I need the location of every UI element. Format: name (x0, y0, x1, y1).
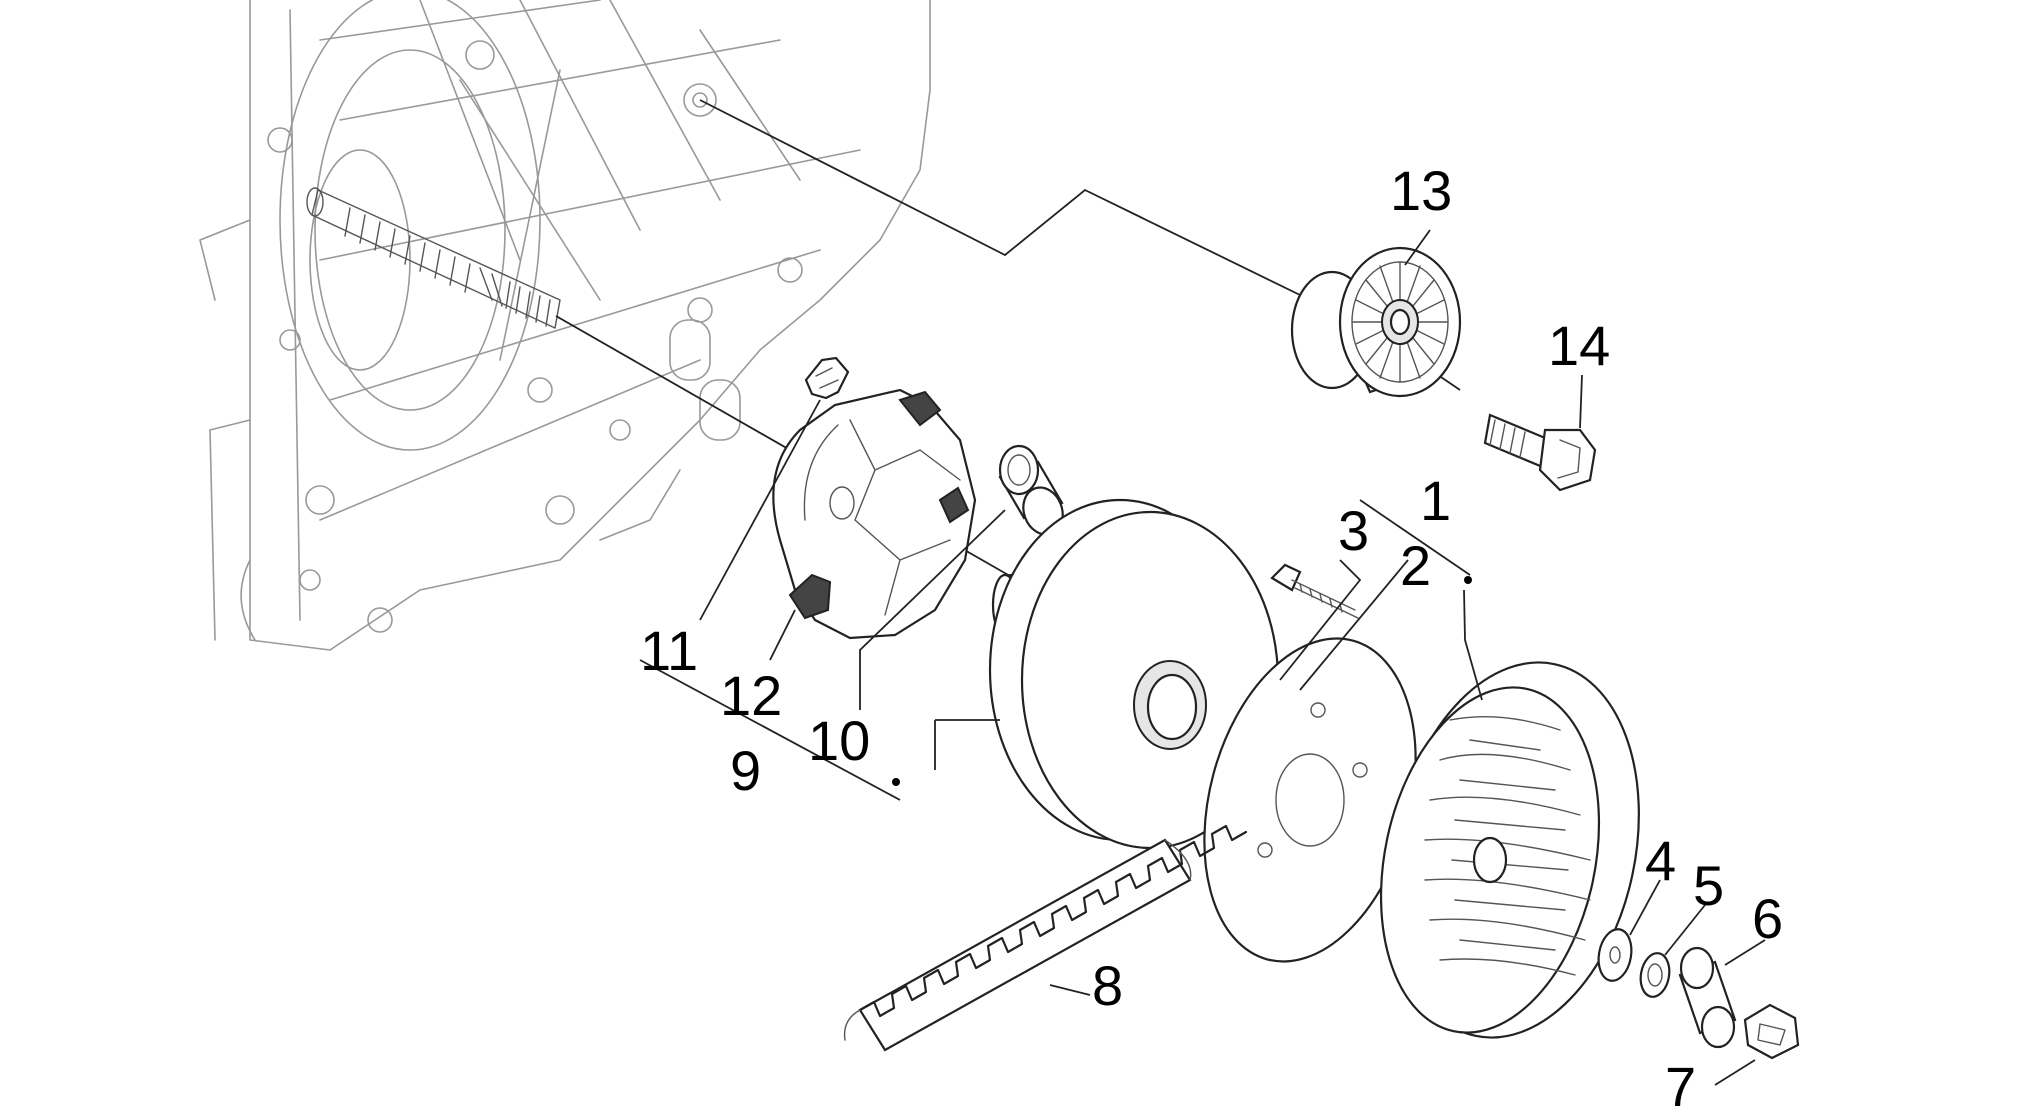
washer-part-4 (1597, 928, 1633, 982)
screw-part-3 (1270, 563, 1359, 619)
callout-2: 2 (1400, 534, 1431, 597)
drive-belt-part-8 (843, 824, 1248, 1052)
callout-8: 8 (1092, 954, 1123, 1017)
fixed-pulley-fan-part-1 (1379, 661, 1640, 1039)
callout-7: 7 (1665, 1055, 1696, 1106)
movable-half-pulley-part-9 (988, 498, 1280, 850)
idler-roller-part-13 (1290, 246, 1462, 398)
callout-6: 6 (1752, 887, 1783, 950)
bushing-part-10 (998, 444, 1064, 536)
callout-leaders (639, 229, 1766, 1086)
callout-3: 3 (1338, 499, 1369, 562)
callout-9: 9 (730, 739, 761, 802)
crankcase-housing (199, 0, 931, 651)
washer-part-5 (1639, 952, 1671, 998)
bolt-part-14 (1483, 413, 1597, 492)
callout-13: 13 (1390, 159, 1452, 222)
callout-labels: 1 2 3 4 5 6 7 8 9 10 11 12 13 14 (640, 159, 1783, 1106)
slider-clip-part-11 (804, 356, 850, 400)
nut-part-7 (1743, 1003, 1800, 1060)
callout-14: 14 (1548, 314, 1610, 377)
callout-1: 1 (1420, 469, 1451, 532)
splined-output-shaft (306, 187, 561, 329)
callout-5: 5 (1693, 854, 1724, 917)
bracket-dot-9 (892, 778, 900, 786)
callout-4: 4 (1645, 829, 1676, 892)
callout-11: 11 (640, 619, 698, 682)
ramp-plate-part-12 (772, 388, 977, 640)
spacer-part-6 (1678, 946, 1737, 1049)
callout-10: 10 (808, 709, 870, 772)
bracket-dot-1 (1464, 576, 1472, 584)
callout-12: 12 (720, 664, 782, 727)
